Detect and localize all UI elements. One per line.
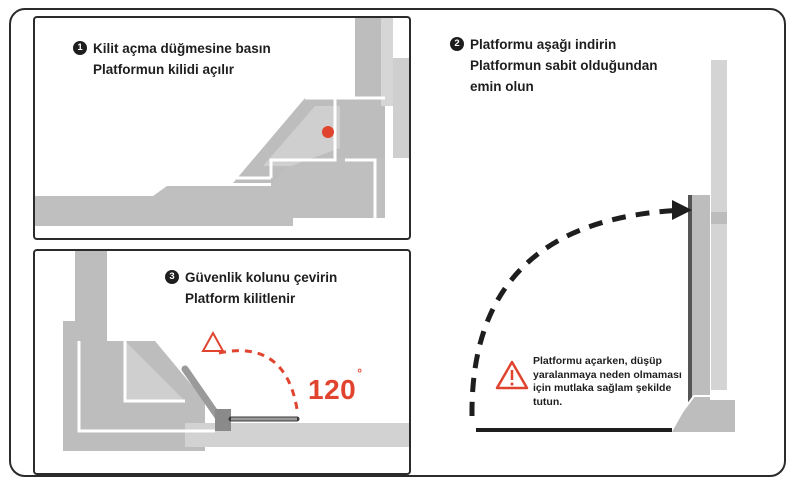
- warning-triangle-icon: [495, 360, 529, 390]
- step-3-line-1: Güvenlik kolunu çevirin: [185, 270, 338, 285]
- angle-unit: °: [357, 365, 363, 380]
- step-2-line-2: Platformun sabit olduğundan: [470, 58, 658, 73]
- step-2-line-3: emin olun: [470, 79, 534, 94]
- step-2-text: 2 Platformu aşağı indirin Platformun sab…: [450, 34, 658, 97]
- unlock-button-marker: [322, 126, 334, 138]
- warning-text: Platformu açarken, düşüp yaralanmaya ned…: [533, 355, 682, 408]
- step-1-panel: 1 Kilit açma düğmesine basın Platformun …: [33, 16, 411, 240]
- illustration-frame: [9, 8, 786, 477]
- step-1-number: 1: [73, 41, 87, 55]
- step-3-number: 3: [165, 270, 179, 284]
- rotation-angle-label: 120°: [308, 366, 362, 406]
- step-3-text: 3 Güvenlik kolunu çevirin Platform kilit…: [165, 267, 337, 309]
- step-3-illustration: [63, 251, 409, 451]
- step-1-text: 1 Kilit açma düğmesine basın Platformun …: [73, 38, 271, 80]
- step-1-illustration: [35, 18, 409, 226]
- step-2-line-1: Platformu aşağı indirin: [470, 37, 617, 52]
- angle-value: 120: [308, 374, 357, 405]
- step-1-line-1: Kilit açma düğmesine basın: [93, 41, 271, 56]
- step-3-line-2: Platform kilitlenir: [185, 291, 296, 306]
- step-3-panel: 3 Güvenlik kolunu çevirin Platform kilit…: [33, 249, 411, 475]
- step-1-line-2: Platformun kilidi açılır: [93, 62, 235, 77]
- step-2-number: 2: [450, 37, 464, 51]
